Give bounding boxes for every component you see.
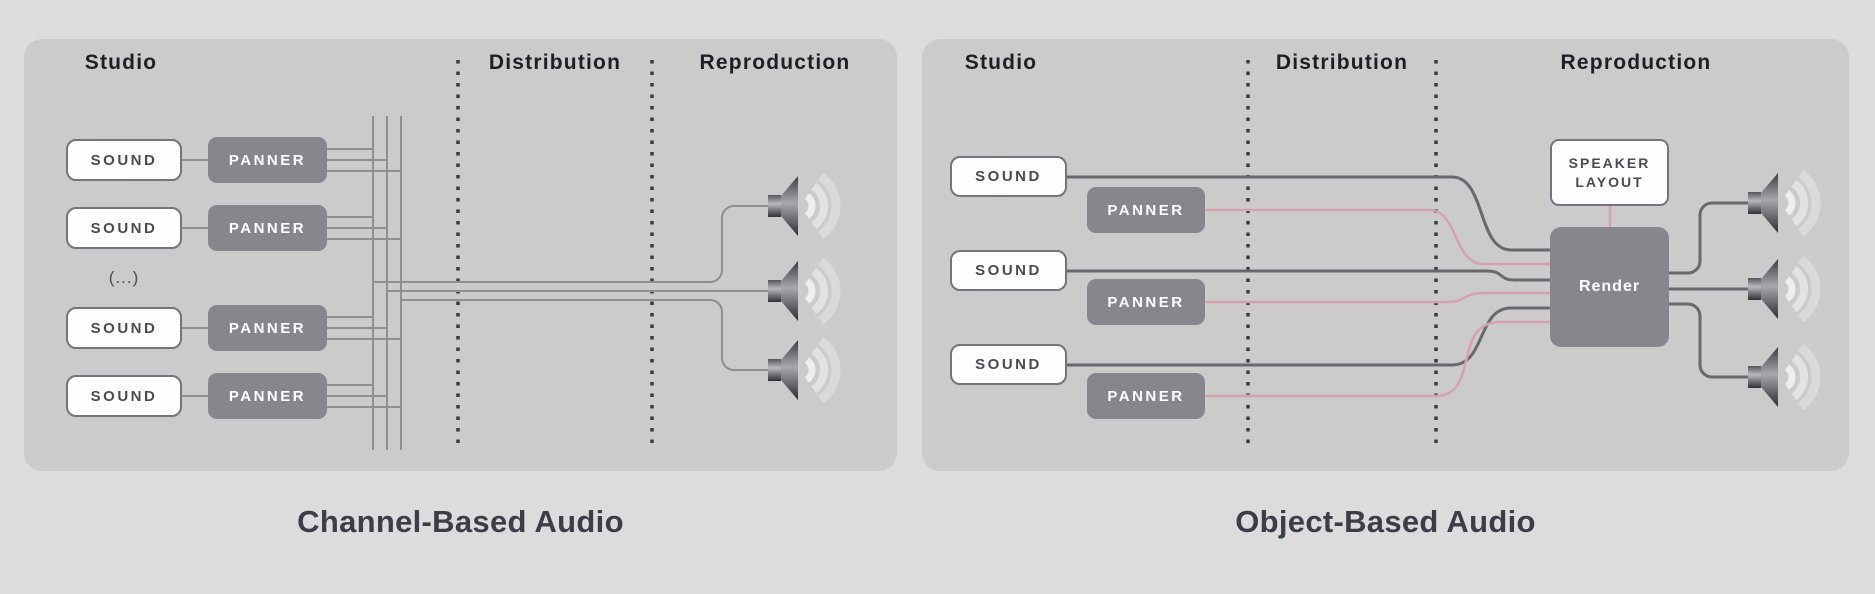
- sound-box-2: SOUND: [66, 207, 182, 249]
- panner-box-2: PANNER: [208, 205, 327, 251]
- object-panner-box-3: PANNER: [1087, 373, 1205, 419]
- right-header-studio: Studio: [964, 51, 1038, 74]
- right-header-distribution: Distribution: [1275, 51, 1409, 74]
- sound-box-3: SOUND: [66, 307, 182, 349]
- panner-box-3: PANNER: [208, 305, 327, 351]
- right-header-reproduction: Reproduction: [1560, 51, 1712, 74]
- render-label: Render: [1578, 278, 1641, 295]
- speaker-layout-box: SPEAKER LAYOUT: [1550, 139, 1669, 206]
- speaker-layout-line2: LAYOUT: [1575, 173, 1644, 190]
- object-sound-box-3: SOUND: [950, 344, 1067, 385]
- render-box: Render: [1550, 227, 1669, 347]
- object-sound-box-1: SOUND: [950, 156, 1067, 197]
- panner-box-1: PANNER: [208, 137, 327, 183]
- speaker-layout-line1: SPEAKER: [1568, 154, 1651, 171]
- sound-box-4: SOUND: [66, 375, 182, 417]
- panner-box-4: PANNER: [208, 373, 327, 419]
- sound-box-1: SOUND: [66, 139, 182, 181]
- object-sound-box-2: SOUND: [950, 250, 1067, 291]
- object-panner-box-2: PANNER: [1087, 279, 1205, 325]
- more-sounds-ellipsis: (...): [108, 268, 140, 287]
- left-header-distribution: Distribution: [488, 51, 622, 74]
- object-panner-box-1: PANNER: [1087, 187, 1205, 233]
- object-based-title: Object-Based Audio: [1235, 504, 1536, 539]
- left-header-reproduction: Reproduction: [699, 51, 851, 74]
- left-header-studio: Studio: [84, 51, 158, 74]
- channel-based-title: Channel-Based Audio: [297, 504, 624, 539]
